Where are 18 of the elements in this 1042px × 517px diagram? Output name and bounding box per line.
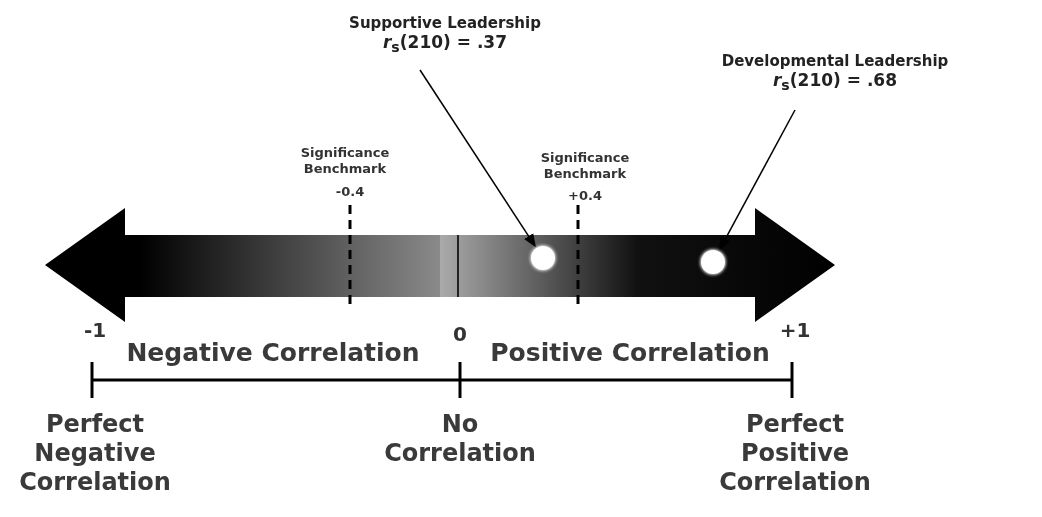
scale-end-label: Perfect Negative Correlation xyxy=(18,410,172,497)
callout-title: Supportive Leadership xyxy=(348,14,542,32)
benchmark-label: Significance Benchmark xyxy=(539,150,631,182)
region-label: Negative Correlation xyxy=(125,338,421,368)
benchmark-label: Significance Benchmark xyxy=(299,145,391,177)
scale-value: +1 xyxy=(778,318,812,342)
callout-title: Developmental Leadership xyxy=(720,52,950,70)
statistic-text: r$_{s}$(210) = .68 xyxy=(771,70,899,95)
scale-end-label: Perfect Positive Correlation xyxy=(718,410,872,497)
benchmark-value: -0.4 xyxy=(334,184,366,200)
leader-line xyxy=(718,109,796,251)
scale-end-label: No Correlation xyxy=(383,410,537,468)
scale-value: -1 xyxy=(82,318,108,342)
statistic-text: r$_{s}$(210) = .37 xyxy=(381,32,509,57)
scale-value: 0 xyxy=(452,322,468,346)
region-label: Positive Correlation xyxy=(489,338,771,368)
leader-line xyxy=(419,69,537,248)
benchmark-value: +0.4 xyxy=(567,188,603,204)
